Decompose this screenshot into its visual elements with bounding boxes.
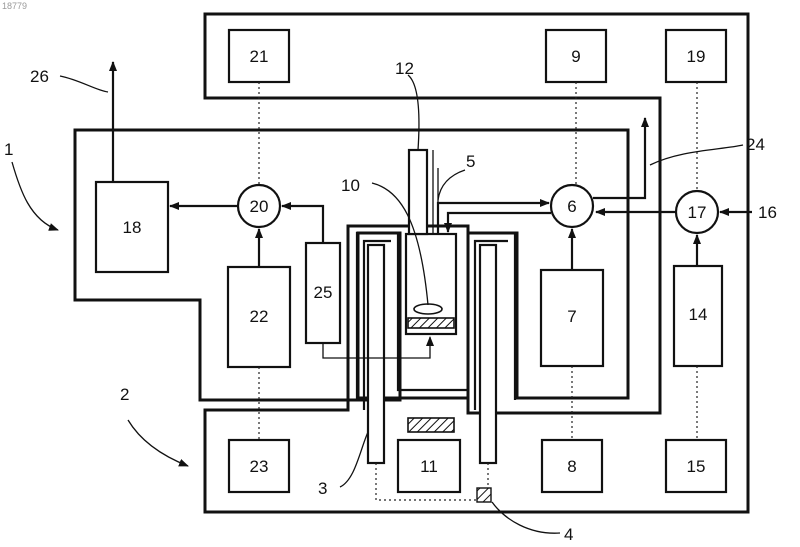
block-23-label: 23 (250, 457, 269, 476)
magnet-block (408, 418, 454, 432)
callout-10: 10 (341, 176, 360, 195)
arrow-chamber-to-6 (438, 203, 549, 234)
block-11-label: 11 (420, 457, 438, 476)
heater-plate (408, 318, 454, 328)
enclosure-2-outline (205, 14, 748, 512)
leader-4 (492, 502, 560, 533)
block-25-label: 25 (314, 283, 333, 302)
block-19-label: 19 (687, 47, 706, 66)
sensor-4 (477, 488, 491, 502)
tube-3 (368, 245, 384, 463)
block-18-label: 18 (123, 218, 142, 237)
callout-3: 3 (318, 479, 327, 498)
callout-4: 4 (564, 525, 573, 544)
node-17-label: 17 (688, 203, 707, 222)
callout-26: 26 (30, 67, 49, 86)
leader-3 (340, 432, 368, 487)
leader-12 (408, 75, 419, 150)
callout-12: 12 (395, 59, 414, 78)
callout-1: 1 (4, 140, 13, 159)
image-id-label: 18779 (2, 1, 27, 11)
tube-right (480, 245, 496, 463)
arrow-25-to-20 (282, 206, 323, 243)
block-22-label: 22 (250, 307, 269, 326)
block-7-label: 7 (567, 307, 576, 326)
leader-2 (128, 420, 188, 466)
block-8-label: 8 (567, 457, 576, 476)
leader-5 (438, 170, 465, 200)
block-15-label: 15 (687, 457, 706, 476)
callout-24: 24 (746, 135, 765, 154)
callout-5: 5 (466, 152, 475, 171)
arrow-6-to-chamber (448, 213, 551, 232)
leader-26 (60, 76, 108, 92)
node-6-label: 6 (567, 197, 576, 216)
callout-2: 2 (120, 385, 129, 404)
block-9-label: 9 (571, 47, 580, 66)
rod-12 (409, 150, 427, 234)
callout-16: 16 (758, 203, 777, 222)
node-20-label: 20 (250, 197, 269, 216)
block-14-label: 14 (689, 305, 708, 324)
block-21-label: 21 (250, 47, 269, 66)
leader-1 (12, 162, 58, 230)
sample-10-ellipse (414, 304, 442, 314)
